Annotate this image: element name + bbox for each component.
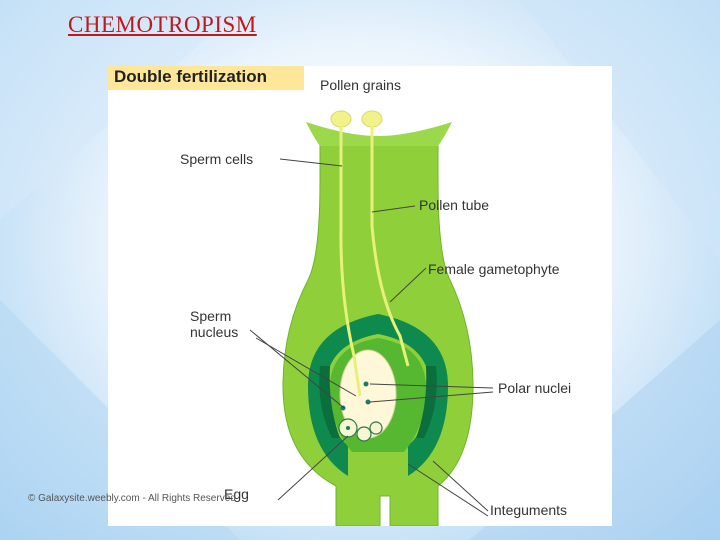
copyright-credit: © Galaxysite.weebly.com - All Rights Res…	[28, 493, 236, 504]
pollen-tube-right	[370, 126, 410, 367]
label-female-gametophyte: Female gametophyte	[428, 261, 560, 277]
label-sperm-cells: Sperm cells	[180, 151, 254, 167]
integument-lobe-right	[416, 366, 437, 438]
figure-title-box: Double fertilization	[108, 66, 304, 90]
label-pollen-tube: Pollen tube	[419, 197, 490, 213]
slide-title: CHEMOTROPISM	[68, 12, 257, 37]
pollen-grain-left	[330, 110, 352, 128]
stigma-funnel	[306, 122, 452, 146]
pollen-grain-right	[361, 110, 383, 128]
pollen-tube-left	[339, 126, 362, 397]
ovule-illustration	[249, 110, 494, 526]
double-fertilization-figure: Double fertilization Pollen grains Sperm…	[28, 66, 612, 526]
synergid-2	[369, 421, 383, 435]
integument-lobe-left	[319, 366, 340, 438]
polar-nucleus-1	[363, 381, 369, 387]
synergid-1	[356, 426, 372, 442]
label-polar-nuclei: Polar nuclei	[498, 380, 572, 396]
egg-nucleus	[346, 426, 350, 430]
label-sperm-nucleus-line2: nucleus	[190, 324, 239, 340]
label-sperm-nucleus-line1: Sperm	[190, 308, 232, 324]
leader-lines	[249, 158, 494, 517]
label-integuments: Integuments	[490, 502, 568, 518]
label-egg: Egg	[224, 486, 249, 502]
figure-title: Double fertilization	[114, 67, 267, 86]
polar-nucleus-2	[365, 399, 371, 405]
label-pollen-grains: Pollen grains	[320, 77, 401, 93]
